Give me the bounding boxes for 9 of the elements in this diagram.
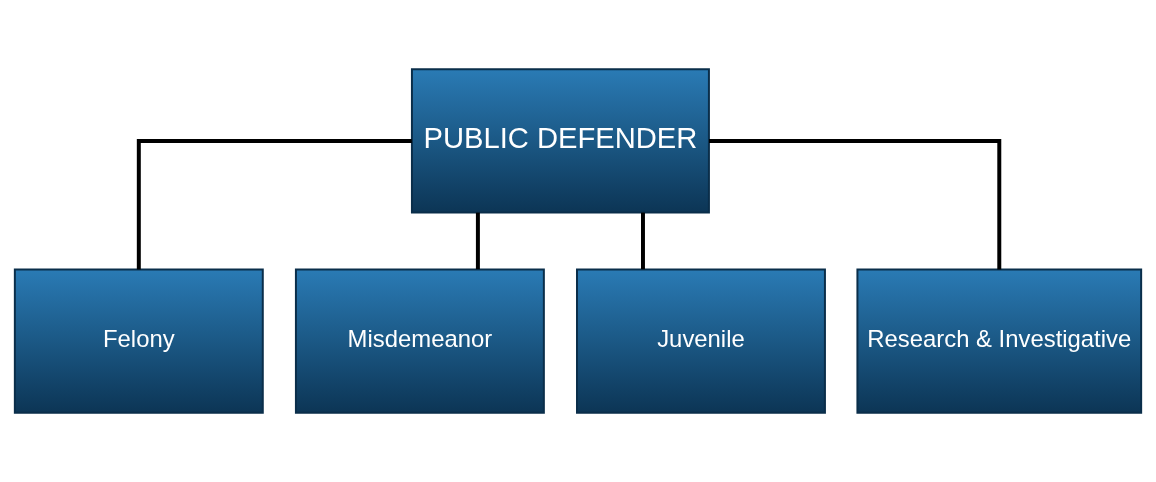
node-box: PUBLIC DEFENDER <box>410 68 710 214</box>
node-box: Research & Investigative <box>856 268 1143 414</box>
node-box: Misdemeanor <box>294 268 545 414</box>
connector <box>136 138 412 270</box>
node-box: Felony <box>13 268 264 414</box>
connector <box>475 212 480 270</box>
connector <box>709 138 1002 270</box>
node-box: Juvenile <box>576 268 826 414</box>
connector <box>641 212 645 270</box>
